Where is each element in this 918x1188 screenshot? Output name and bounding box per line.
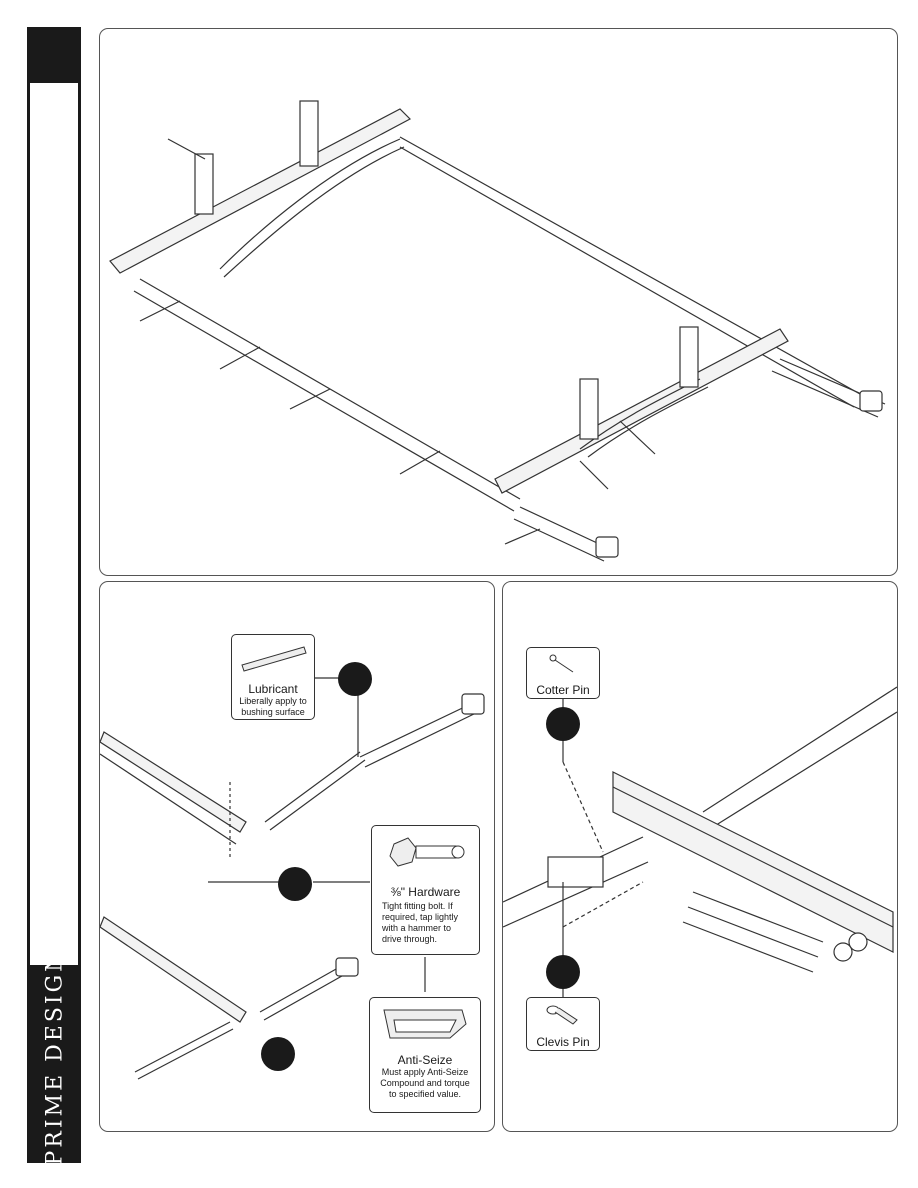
step-marker-4 [546, 707, 580, 741]
lubrication-drawing [100, 677, 485, 1080]
step-marker-3 [261, 1037, 295, 1071]
lubrication-panel: Lubricant Liberally apply to bushing sur… [99, 581, 495, 1132]
antiseize-desc-2: Compound and torque [380, 1078, 470, 1088]
step-marker-2 [278, 867, 312, 901]
overview-panel [99, 28, 898, 576]
brand-logo: PRIME DESIGN A Safe Fleet Brand [27, 949, 93, 1166]
clevis-pin-callout: Clevis Pin [526, 997, 600, 1051]
clevis-pin-icon [546, 1005, 578, 1025]
hardware-desc-2: required, tap lightly [382, 912, 459, 922]
lubricant-callout: Lubricant Liberally apply to bushing sur… [231, 634, 315, 720]
step-marker-5 [546, 955, 580, 989]
hardware-desc-3: with a hammer to [382, 923, 452, 933]
lubricant-tube-icon [241, 646, 307, 672]
hardware-title: ⅜" Hardware [390, 885, 461, 899]
clevis-pin-title: Clevis Pin [536, 1035, 590, 1049]
bolt-icon [389, 837, 465, 867]
cotter-pin-callout: Cotter Pin [526, 647, 600, 699]
lubricant-title: Lubricant [248, 682, 298, 696]
pin-panel: Cotter Pin Clevis Pin [502, 581, 898, 1132]
lubricant-desc-1: Liberally apply to [239, 696, 307, 706]
brand-name: PRIME DESIGN [42, 949, 68, 1166]
hardware-desc-1: Tight fitting bolt. If [382, 901, 453, 911]
rack-overview-drawing [109, 100, 886, 562]
cotter-pin-icon [549, 654, 574, 673]
sidebar-blank-area [30, 83, 78, 965]
step-marker-1 [338, 662, 372, 696]
antiseize-tube-icon [383, 1009, 467, 1039]
hardware-desc-4: drive through. [382, 934, 438, 944]
antiseize-title: Anti-Seize [397, 1053, 453, 1067]
brand-tagline: A Safe Fleet Brand [85, 1037, 93, 1096]
cotter-pin-title: Cotter Pin [536, 683, 590, 697]
hardware-callout: ⅜" Hardware Tight fitting bolt. If requi… [371, 825, 480, 955]
sidebar: PRIME DESIGN A Safe Fleet Brand [27, 27, 93, 1166]
antiseize-desc-1: Must apply Anti-Seize [381, 1067, 469, 1077]
lubricant-desc-2: bushing surface [241, 707, 305, 717]
pin-assembly-drawing [503, 682, 897, 1002]
antiseize-callout: Anti-Seize Must apply Anti-Seize Compoun… [369, 997, 481, 1113]
antiseize-desc-3: to specified value. [388, 1089, 462, 1099]
